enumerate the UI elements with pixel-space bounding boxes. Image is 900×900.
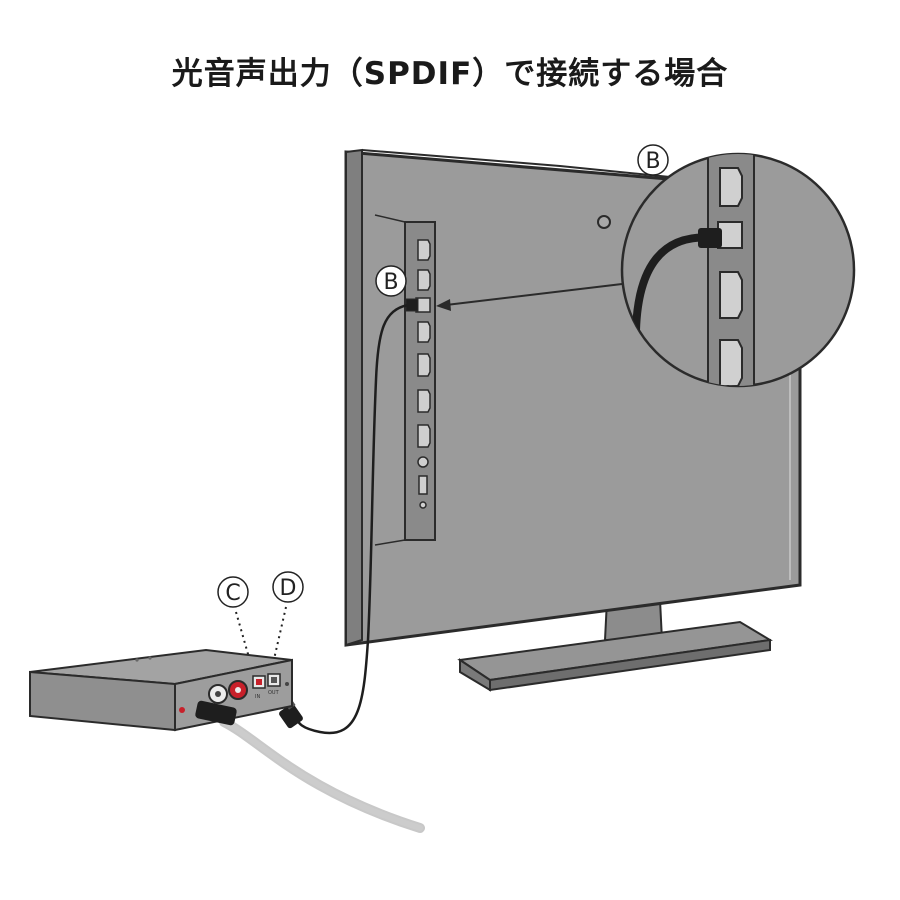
optical-in-port-icon[interactable]: [252, 675, 266, 689]
callout-b-zoom: B: [637, 144, 669, 176]
hdmi-port-icon[interactable]: [417, 239, 431, 261]
hdmi-port-icon[interactable]: [417, 269, 431, 291]
tv-ports: [415, 239, 431, 509]
small-jack-icon[interactable]: [419, 501, 427, 509]
rca-red-port-icon[interactable]: [228, 680, 248, 700]
callout-b-tv: B: [375, 265, 407, 297]
status-led-icon: [179, 707, 185, 713]
zoom-detail: [620, 152, 856, 388]
optical-cable: [294, 303, 409, 735]
usb-port-icon[interactable]: [418, 475, 428, 495]
svg-text:C: C: [225, 581, 240, 606]
svg-text:B: B: [383, 270, 398, 295]
hdmi-port-icon[interactable]: [417, 321, 431, 343]
svg-text:B: B: [645, 149, 660, 174]
svg-text:D: D: [280, 576, 297, 601]
hdmi-port-icon[interactable]: [417, 389, 431, 413]
power-plug-icon: [195, 700, 237, 726]
hdmi-port-icon[interactable]: [417, 353, 431, 377]
power-cable: [195, 700, 425, 833]
tv-stand: [457, 599, 773, 692]
callout-d: D: [271, 571, 304, 669]
zoom-arrow: [436, 283, 623, 311]
power-led-icon: [285, 682, 289, 686]
receiver-ports: IN OUT: [179, 673, 289, 713]
svg-text:IN: IN: [255, 694, 260, 700]
optical-out-port-icon[interactable]: [267, 673, 281, 687]
hdmi-port-icon[interactable]: [417, 424, 431, 448]
rca-white-port-icon[interactable]: [208, 684, 228, 704]
tv-sensor-icon: [597, 215, 611, 229]
page-title: 光音声出力（SPDIF）で接続する場合: [171, 56, 729, 92]
svg-text:OUT: OUT: [268, 690, 280, 696]
receiver-box: [29, 648, 293, 732]
headphone-jack-icon[interactable]: [417, 456, 429, 468]
